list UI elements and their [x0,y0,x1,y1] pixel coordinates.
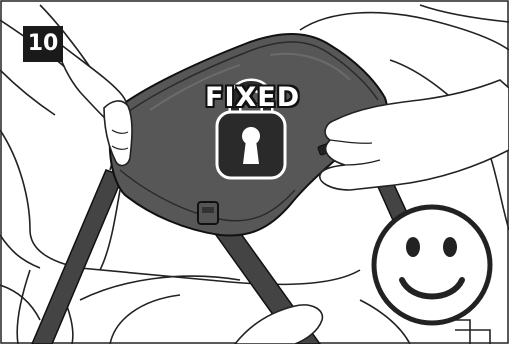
smiley-face-icon [374,207,490,323]
fixed-status-label: FIXED [205,81,297,115]
step-number-badge: 10 [23,26,63,62]
